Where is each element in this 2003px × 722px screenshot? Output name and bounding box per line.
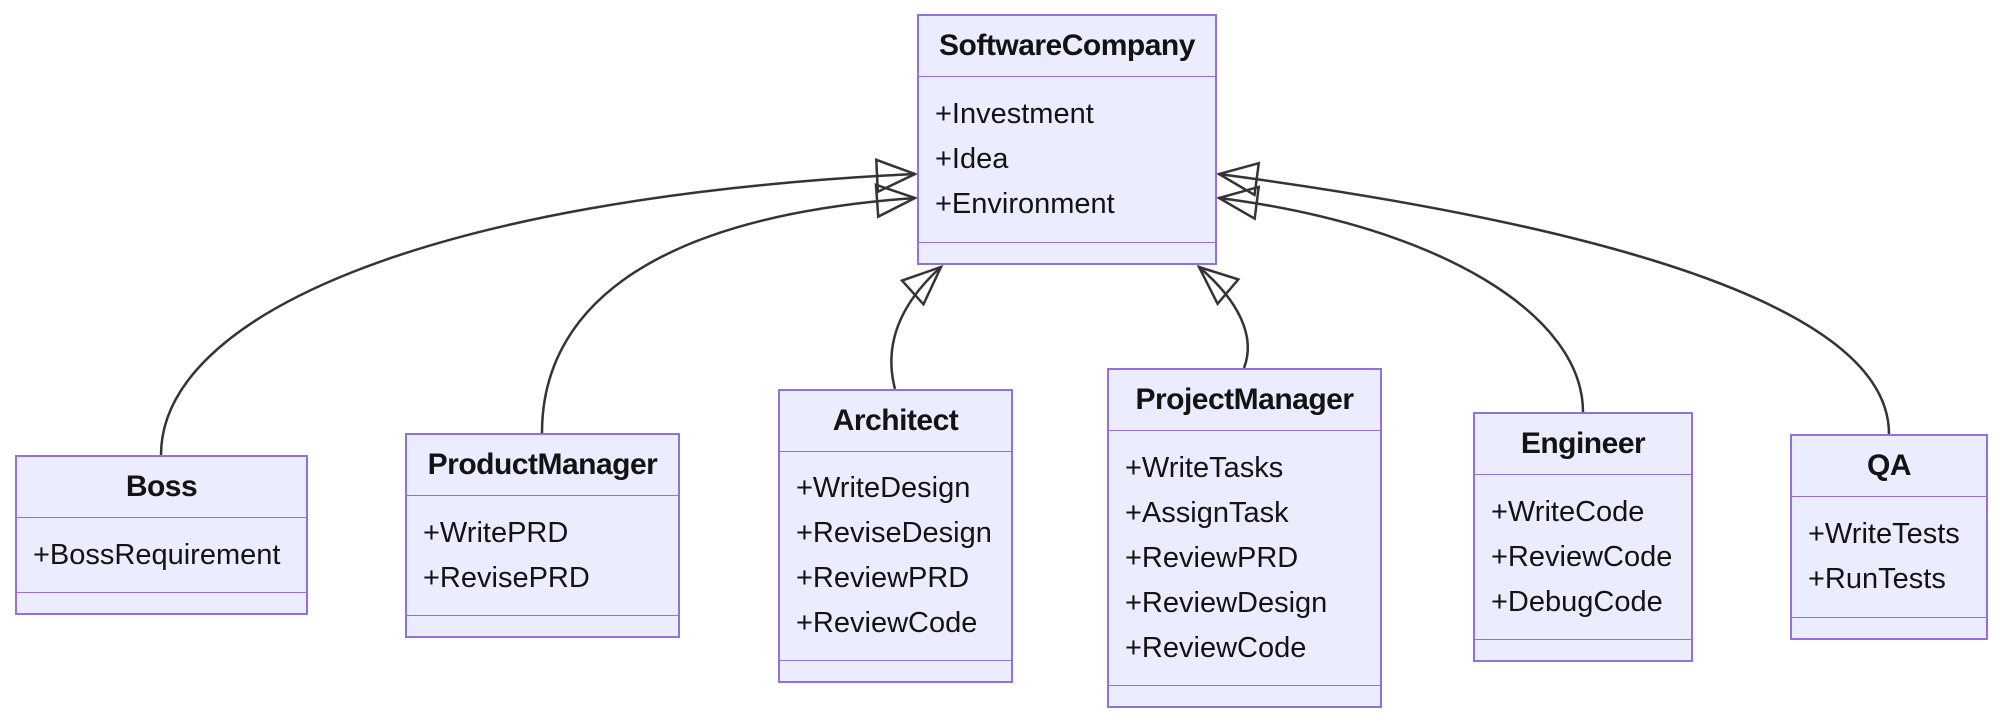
- class-title: ProjectManager: [1109, 370, 1380, 431]
- class-softwarecompany: SoftwareCompany +Investment +Idea +Envir…: [917, 14, 1217, 265]
- edge-engineer-to-softwarecompany: [1215, 185, 1585, 413]
- class-member: +WritePRD: [423, 516, 569, 549]
- class-architect: Architect +WriteDesign +ReviseDesign +Re…: [778, 389, 1013, 683]
- class-member: +WriteTasks: [1125, 451, 1284, 484]
- class-member: +WriteDesign: [796, 472, 971, 504]
- class-member: +Idea: [935, 143, 1009, 175]
- class-member: +ReviewCode: [1491, 540, 1673, 573]
- class-member: +ReviseDesign: [796, 517, 992, 549]
- class-members: +WritePRD +RevisePRD: [407, 496, 678, 615]
- class-title: Boss: [17, 457, 306, 518]
- class-members: +Investment +Idea +Environment: [919, 77, 1215, 242]
- class-member: +BossRequirement: [33, 538, 281, 571]
- class-methods-empty: [1792, 617, 1986, 638]
- class-methods-empty: [919, 242, 1215, 263]
- class-title: QA: [1792, 436, 1986, 497]
- class-member: +WriteTests: [1808, 518, 1960, 550]
- edge-qa-to-softwarecompany: [1215, 161, 1891, 435]
- class-methods-empty: [407, 615, 678, 636]
- class-title: Architect: [780, 391, 1011, 452]
- class-members: +WriteTasks +AssignTask +ReviewPRD +Revi…: [1109, 431, 1380, 685]
- class-projectmanager: ProjectManager +WriteTasks +AssignTask +…: [1107, 368, 1382, 708]
- class-title: ProductManager: [407, 435, 678, 496]
- class-members: +BossRequirement: [17, 518, 306, 592]
- class-title: Engineer: [1475, 414, 1691, 475]
- class-methods-empty: [17, 592, 306, 613]
- class-members: +WriteDesign +ReviseDesign +ReviewPRD +R…: [780, 452, 1011, 660]
- class-member: +DebugCode: [1491, 585, 1663, 618]
- class-member: +Environment: [935, 188, 1115, 220]
- class-member: +ReviewDesign: [1125, 586, 1328, 619]
- class-member: +RevisePRD: [423, 561, 590, 594]
- edge-productmanager-to-softwarecompany: [540, 182, 919, 434]
- class-qa: QA +WriteTests +RunTests: [1790, 434, 1988, 640]
- class-members: +WriteTests +RunTests: [1792, 497, 1986, 617]
- class-methods-empty: [1109, 685, 1380, 706]
- edge-projectmanager-to-softwarecompany: [1196, 264, 1249, 369]
- class-member: +RunTests: [1808, 563, 1946, 595]
- edge-architect-to-softwarecompany: [890, 264, 944, 390]
- class-boss: Boss +BossRequirement: [15, 455, 308, 615]
- class-methods-empty: [780, 660, 1011, 681]
- class-member: +ReviewPRD: [1125, 541, 1299, 574]
- edge-boss-to-softwarecompany: [159, 158, 919, 456]
- class-member: +Investment: [935, 98, 1094, 130]
- class-member: +ReviewCode: [796, 607, 978, 639]
- class-members: +WriteCode +ReviewCode +DebugCode: [1475, 475, 1691, 639]
- class-title: SoftwareCompany: [919, 16, 1215, 77]
- class-productmanager: ProductManager +WritePRD +RevisePRD: [405, 433, 680, 638]
- class-member: +WriteCode: [1491, 495, 1645, 528]
- class-member: +ReviewPRD: [796, 562, 970, 594]
- class-engineer: Engineer +WriteCode +ReviewCode +DebugCo…: [1473, 412, 1693, 662]
- class-member: +ReviewCode: [1125, 631, 1307, 664]
- class-member: +AssignTask: [1125, 496, 1289, 529]
- class-methods-empty: [1475, 639, 1691, 660]
